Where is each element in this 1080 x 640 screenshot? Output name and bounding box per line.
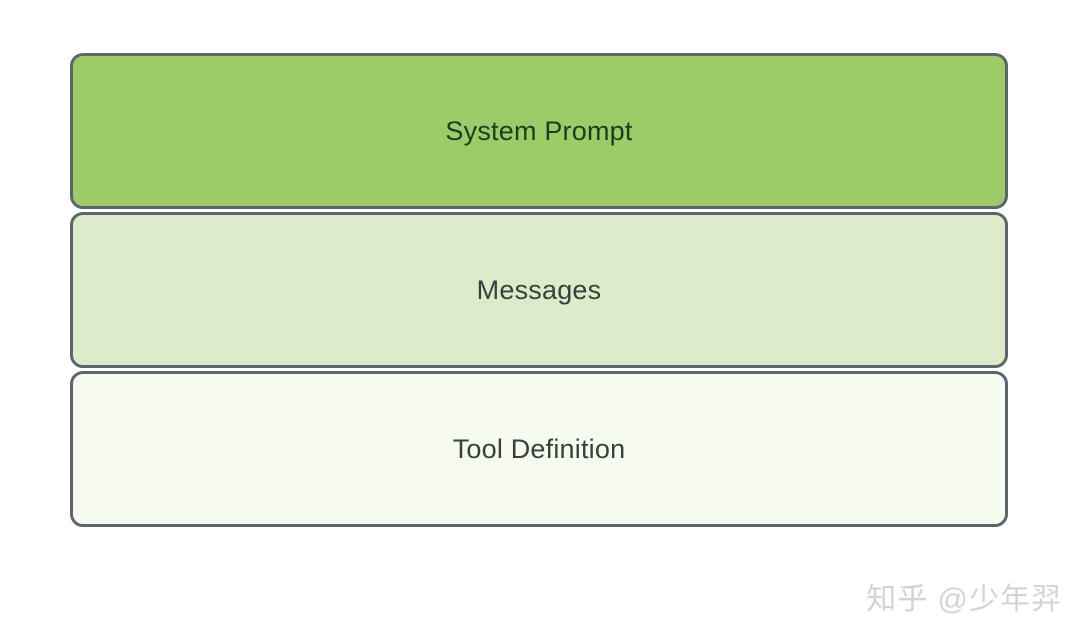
prompt-structure-stack: System Prompt Messages Tool Definition xyxy=(70,53,1008,527)
box-tool-definition-label: Tool Definition xyxy=(452,433,626,464)
zhihu-watermark: 知乎 @少年羿 xyxy=(866,583,1062,616)
box-system-prompt: System Prompt xyxy=(70,53,1008,209)
box-messages-label: Messages xyxy=(476,274,602,305)
box-messages: Messages xyxy=(70,212,1008,368)
box-tool-definition: Tool Definition xyxy=(70,371,1008,527)
box-system-prompt-label: System Prompt xyxy=(445,115,633,146)
